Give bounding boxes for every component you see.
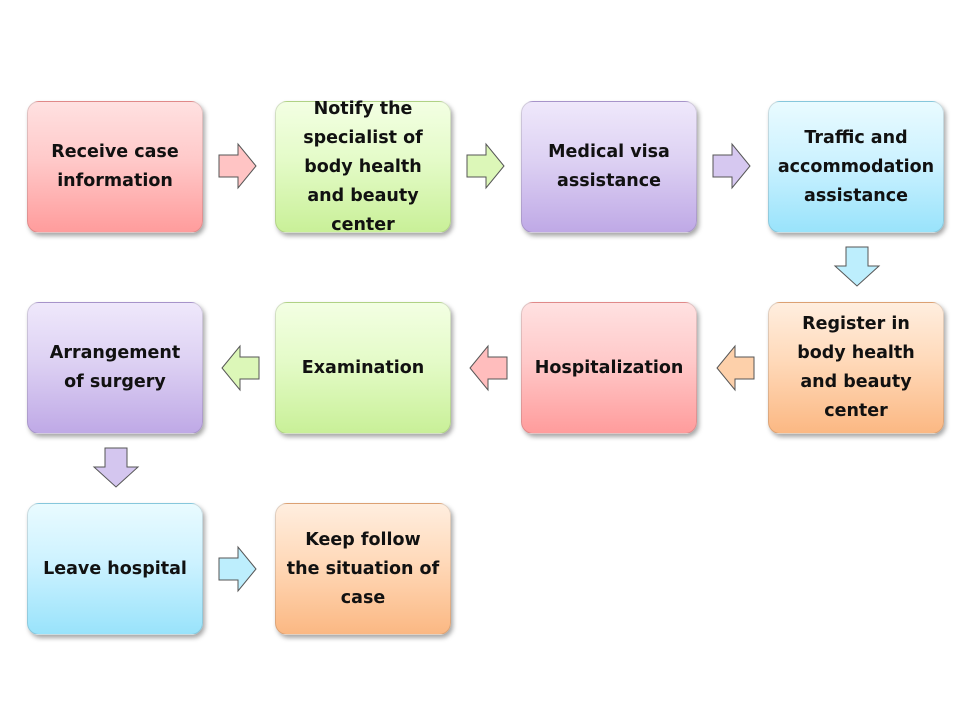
step-register-center: Register in body health and beauty cente… [768, 302, 944, 434]
step-leave-hospital: Leave hospital [27, 503, 203, 635]
step-label: Keep follow the situation of case [286, 529, 440, 608]
step-keep-follow: Keep follow the situation of case [275, 503, 451, 635]
arrow-down-icon [833, 246, 881, 288]
step-examination: Examination [275, 302, 451, 434]
arrow-right-icon [712, 142, 752, 190]
arrow-right-icon [218, 545, 258, 593]
step-receive-case-information: Receive case information [27, 101, 203, 233]
step-label: Leave hospital [43, 558, 187, 579]
step-label: Receive case information [51, 142, 179, 191]
step-label: Examination [301, 357, 425, 378]
arrow-left-icon [468, 344, 508, 392]
step-label: Hospitalization [534, 357, 684, 378]
step-hospitalization: Hospitalization [521, 302, 697, 434]
arrow-left-icon [715, 344, 755, 392]
step-medical-visa-assistance: Medical visa assistance [521, 101, 697, 233]
arrow-left-icon [220, 344, 260, 392]
step-label: Arrangement of surgery [49, 343, 181, 392]
step-label: Medical visa assistance [548, 142, 670, 191]
arrow-right-icon [466, 142, 506, 190]
step-traffic-accommodation: Traffic and accommodation assistance [768, 101, 944, 233]
arrow-right-icon [218, 142, 258, 190]
arrow-down-icon [92, 447, 140, 489]
step-label: Traffic and accommodation assistance [777, 127, 935, 206]
step-label: Notify the specialist of body health and… [303, 98, 423, 235]
step-arrangement-of-surgery: Arrangement of surgery [27, 302, 203, 434]
step-label: Register in body health and beauty cente… [797, 314, 915, 421]
step-notify-specialist: Notify the specialist of body health and… [275, 99, 451, 235]
